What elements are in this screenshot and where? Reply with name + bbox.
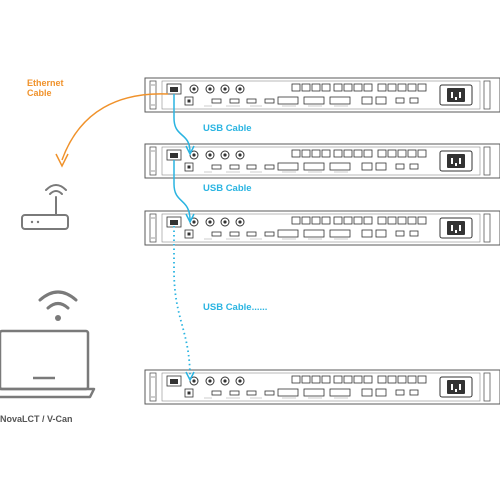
usb-cable-2 [173, 160, 195, 224]
rack-device-2 [144, 143, 500, 179]
rack-device-4 [144, 369, 500, 405]
usb-cable-2-label: USB Cable [203, 183, 252, 194]
usb-cable-3 [173, 226, 195, 382]
ethernet-label-line2: Cable [27, 88, 52, 98]
rack-device-1 [144, 77, 500, 113]
usb-cable-1 [173, 94, 195, 156]
usb-cable-3-label: USB Cable...... [203, 302, 267, 313]
router-icon [21, 184, 69, 230]
usb-cable-1-label: USB Cable [203, 123, 252, 134]
rack-device-3 [144, 210, 500, 246]
wifi-icon [38, 290, 78, 321]
computer-label: NovaLCT / V-Can [0, 414, 73, 424]
ethernet-label-line1: Ethernet [27, 78, 64, 88]
laptop-icon [0, 329, 96, 399]
ethernet-cable [55, 93, 169, 168]
